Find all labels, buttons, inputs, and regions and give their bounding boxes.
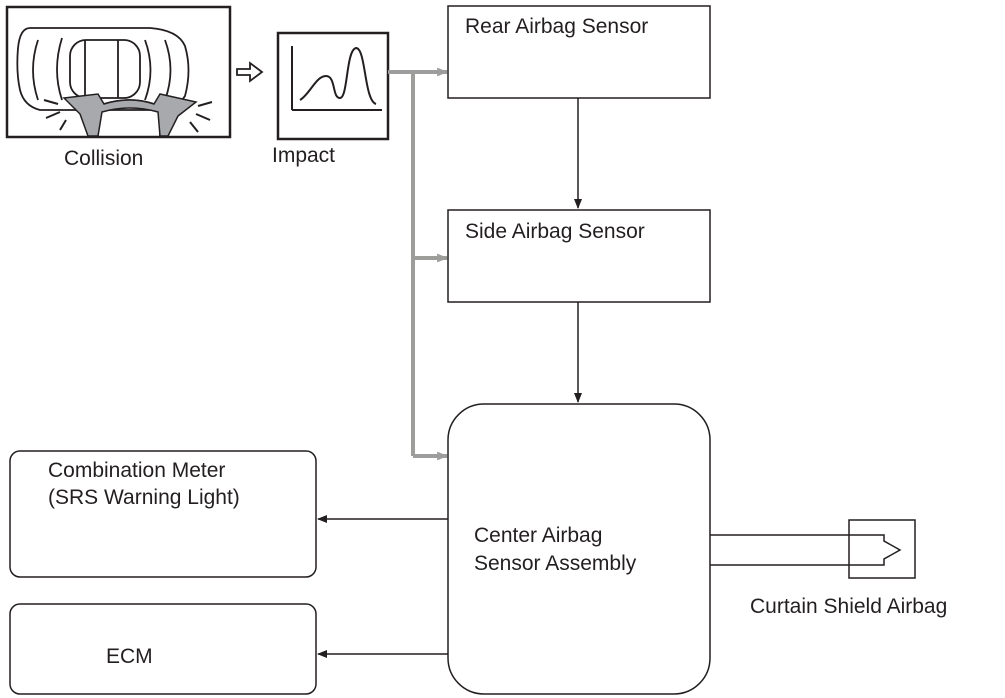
rear-airbag-sensor-label: Rear Airbag Sensor — [465, 15, 648, 38]
crash-spark-icon — [43, 99, 213, 133]
collision-label: Collision — [64, 147, 143, 170]
center-airbag-sensor-label-2: Sensor Assembly — [474, 552, 637, 575]
collision-panel — [5, 5, 232, 139]
center-airbag-sensor-box — [447, 403, 711, 695]
impact-waveform-icon — [291, 46, 382, 111]
curtain-shield-airbag-label: Curtain Shield Airbag — [750, 595, 947, 618]
ecm-label: ECM — [106, 645, 153, 668]
impact-label: Impact — [272, 144, 335, 167]
side-airbag-sensor-box — [447, 209, 711, 303]
rear-airbag-sensor-box — [447, 5, 711, 99]
airbag-connector-icon — [849, 534, 902, 566]
impact-signal-lines — [388, 67, 449, 461]
impact-zone-icon — [62, 93, 198, 137]
curtain-connector — [710, 519, 916, 579]
ecm-box — [9, 603, 317, 695]
combination-meter-box — [9, 450, 317, 578]
combination-meter-label-1: Combination Meter — [48, 459, 225, 482]
side-airbag-sensor-label: Side Airbag Sensor — [465, 220, 645, 243]
center-airbag-sensor-label-1: Center Airbag — [474, 524, 602, 547]
impact-panel — [276, 31, 390, 141]
combination-meter-label-2: (SRS Warning Light) — [48, 486, 240, 509]
hollow-arrow-icon — [236, 61, 264, 83]
